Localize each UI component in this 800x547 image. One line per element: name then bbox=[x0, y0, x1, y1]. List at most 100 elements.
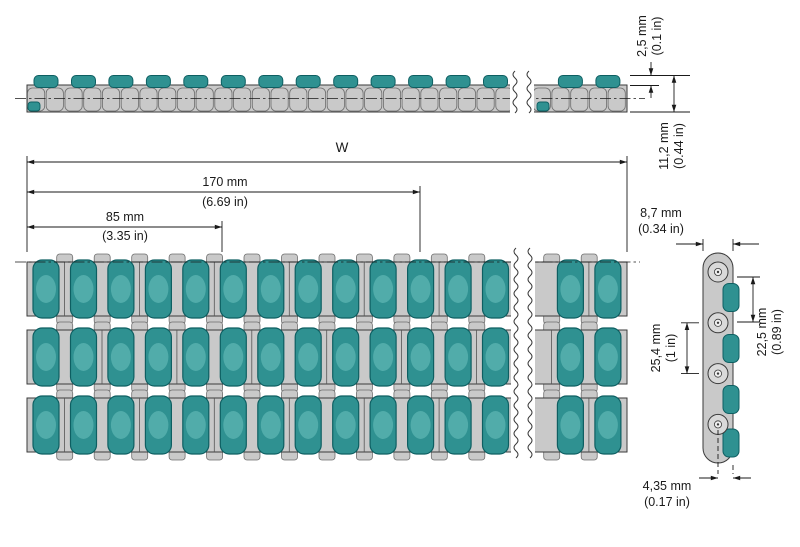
roller-side bbox=[595, 75, 621, 88]
roller-highlight bbox=[185, 275, 206, 303]
belt-link bbox=[45, 87, 64, 112]
roller-side bbox=[145, 75, 171, 88]
roller-highlight bbox=[410, 275, 431, 303]
roller-highlight bbox=[110, 275, 131, 303]
roller-highlight bbox=[73, 411, 94, 439]
belt-link bbox=[401, 87, 420, 112]
roller-side bbox=[333, 75, 359, 88]
belt-link bbox=[251, 87, 270, 112]
roller-highlight bbox=[335, 275, 356, 303]
dim-w-label: W bbox=[336, 140, 349, 155]
belt-link bbox=[345, 87, 364, 112]
roller-side bbox=[220, 75, 246, 88]
dim-85-mm: 85 mm bbox=[106, 210, 144, 224]
dim-2_5mm: 2,5 mm (0.1 in) bbox=[630, 15, 690, 98]
pin-dot bbox=[716, 321, 720, 324]
roller-highlight bbox=[410, 343, 431, 371]
roller-highlight bbox=[597, 275, 618, 303]
belt-link bbox=[439, 87, 458, 112]
belt-link bbox=[551, 87, 570, 112]
belt-link bbox=[214, 87, 233, 112]
roller-highlight bbox=[448, 343, 469, 371]
belt-link bbox=[233, 87, 252, 112]
roller-side bbox=[33, 75, 59, 88]
pin-dot bbox=[716, 423, 720, 426]
belt-link bbox=[382, 87, 401, 112]
belt-link bbox=[457, 87, 476, 112]
dim-8_7-inch: (0.34 in) bbox=[638, 222, 684, 236]
roller-highlight bbox=[597, 343, 618, 371]
dim-11_2mm: 11,2 mm (0.44 in) bbox=[630, 75, 690, 170]
end-view-details bbox=[707, 261, 740, 458]
roller-side bbox=[295, 75, 321, 88]
dim-22_5-mm: 22,5 mm bbox=[755, 308, 769, 357]
belt-link bbox=[64, 87, 83, 112]
roller-highlight bbox=[73, 343, 94, 371]
roller-side bbox=[108, 75, 134, 88]
roller-highlight bbox=[448, 411, 469, 439]
belt-link bbox=[176, 87, 195, 112]
belt-link bbox=[289, 87, 308, 112]
break-wave bbox=[527, 247, 533, 459]
dim-2_5-mm: 2,5 mm bbox=[635, 15, 649, 57]
roller-highlight bbox=[335, 343, 356, 371]
belt-link bbox=[607, 87, 626, 112]
roller-highlight bbox=[223, 411, 244, 439]
belt-link bbox=[570, 87, 589, 112]
belt-link bbox=[102, 87, 121, 112]
dim-25_4mm: 25,4 mm (1 in) bbox=[649, 322, 699, 375]
roller-highlight bbox=[148, 411, 169, 439]
belt-link bbox=[476, 87, 495, 112]
belt-link bbox=[120, 87, 139, 112]
roller-highlight bbox=[560, 275, 581, 303]
roller-highlight bbox=[298, 275, 319, 303]
dimensions: W 170 mm (6.69 in) 85 mm (3.35 in) 2,5 m… bbox=[26, 15, 784, 509]
dim-overall-width: W bbox=[26, 140, 628, 252]
roller-highlight bbox=[373, 343, 394, 371]
dim-22_5-inch: (0.89 in) bbox=[770, 309, 784, 355]
roller-side bbox=[258, 75, 284, 88]
dim-85mm: 85 mm (3.35 in) bbox=[27, 210, 223, 252]
belt-link bbox=[195, 87, 214, 112]
dim-4_35-inch: (0.17 in) bbox=[644, 495, 690, 509]
roller-highlight bbox=[560, 343, 581, 371]
break-wave bbox=[512, 70, 518, 114]
plan-view bbox=[15, 253, 640, 461]
dim-8_7-mm: 8,7 mm bbox=[640, 206, 682, 220]
roller-side bbox=[71, 75, 96, 88]
belt-link bbox=[83, 87, 102, 112]
roller-highlight bbox=[448, 275, 469, 303]
belt-link bbox=[326, 87, 345, 112]
dim-11_2-mm: 11,2 mm bbox=[657, 122, 671, 170]
belt-row bbox=[26, 321, 628, 393]
dim-170-inch: (6.69 in) bbox=[202, 195, 248, 209]
belt-link bbox=[420, 87, 439, 112]
roller-end bbox=[722, 283, 740, 312]
edge-roller-mid bbox=[536, 101, 550, 112]
roller-highlight bbox=[373, 275, 394, 303]
roller-side bbox=[445, 75, 471, 88]
belt-rows bbox=[26, 253, 628, 461]
roller-highlight bbox=[260, 411, 281, 439]
roller-highlight bbox=[298, 411, 319, 439]
dim-25_4-mm: 25,4 mm bbox=[649, 324, 663, 373]
roller-highlight bbox=[373, 411, 394, 439]
roller-highlight bbox=[560, 411, 581, 439]
roller-side bbox=[370, 75, 396, 88]
belt-link bbox=[158, 87, 177, 112]
end-view bbox=[702, 252, 740, 464]
roller-side bbox=[408, 75, 434, 88]
roller-highlight bbox=[335, 411, 356, 439]
dim-4_35-mm: 4,35 mm bbox=[643, 479, 692, 493]
dim-11_2-inch: (0.44 in) bbox=[672, 123, 686, 169]
belt-rollers-side bbox=[33, 75, 621, 88]
roller-highlight bbox=[223, 343, 244, 371]
roller-highlight bbox=[485, 343, 506, 371]
belt-link bbox=[364, 87, 383, 112]
pin-dot bbox=[716, 372, 720, 375]
roller-highlight bbox=[260, 343, 281, 371]
belt-links bbox=[27, 87, 626, 112]
belt-link bbox=[307, 87, 326, 112]
